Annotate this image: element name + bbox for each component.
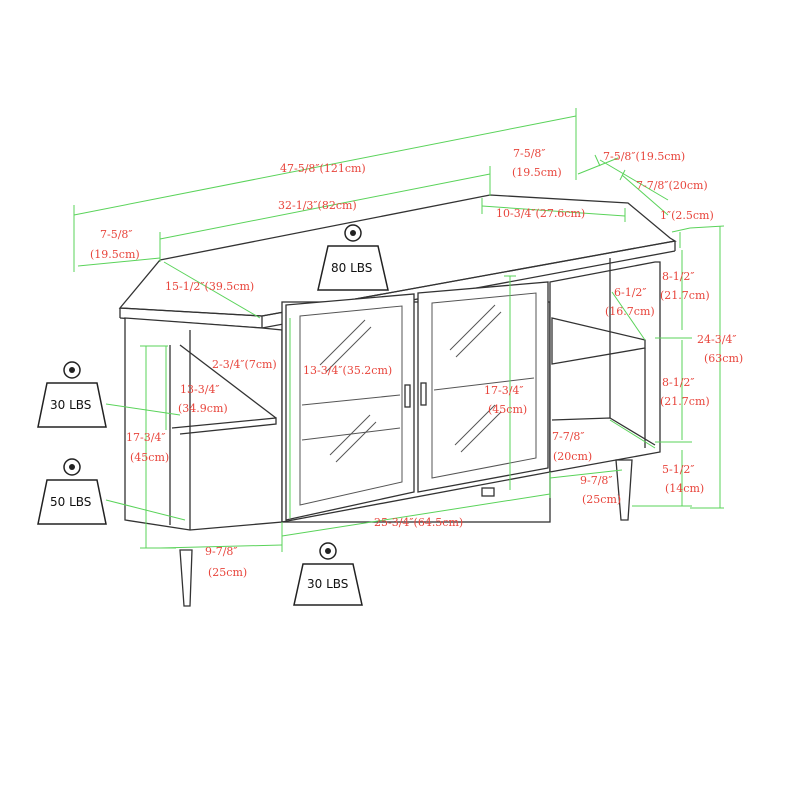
dim-right-shelf-depth-cm: (16.7cm) (605, 305, 655, 318)
dim-cabinet-width: 25-3/4″(64.5cm) (374, 516, 463, 529)
dim-door-glass-height: 13-3/4″(35.2cm) (303, 364, 392, 377)
dim-cabinet-height-cm: (45cm) (488, 403, 527, 416)
dim-right-bottom-depth-in: 7-7/8″ (552, 430, 585, 443)
left-door-glass (299, 305, 403, 506)
dim-front-panel-depth: 10-3/4″(27.6cm) (496, 207, 585, 220)
weight-badge-top: 80 LBS (317, 224, 389, 291)
left-open-section (124, 317, 283, 531)
dim-left-depth-cm: (19.5cm) (90, 248, 140, 261)
dim-left-shelf-gap: 2-3/4″(7cm) (212, 358, 277, 371)
dim-left-upper-opening-in: 13-3/4″ (180, 383, 220, 396)
weight-pointer-lines (105, 403, 186, 521)
dim-top-front-width: 32-1/3″(82cm) (278, 199, 357, 212)
dim-right-depth-outer: 7-5/8″(19.5cm) (603, 150, 685, 163)
dim-right-lower-in: 8-1/2″ (662, 376, 695, 389)
right-door-glass (431, 292, 537, 479)
dim-right-upper-cm: (21.7cm) (660, 289, 710, 302)
right-door-handle (420, 382, 427, 406)
weight-badge-bottom: 50 LBS (37, 458, 107, 525)
center-foot (481, 487, 495, 497)
dim-left-leg-depth-in: 9-7/8″ (205, 545, 238, 558)
left-shelf (171, 417, 277, 435)
dim-left-upper-opening-cm: (34.9cm) (178, 402, 228, 415)
dimension-lines (73, 108, 725, 552)
left-glass-door (285, 293, 415, 521)
dim-right-lower-cm: (21.7cm) (660, 395, 710, 408)
dim-left-depth-in: 7-5/8″ (100, 228, 133, 241)
dim-left-total-height-cm: (45cm) (130, 451, 169, 464)
dim-leg-height-cm: (14cm) (665, 482, 704, 495)
dim-overall-height-cm: (63cm) (704, 352, 743, 365)
dim-left-leg-depth-cm: (25cm) (208, 566, 247, 579)
weight-badge-shelf: 30 LBS (37, 361, 107, 428)
weight-badge-cabinet: 30 LBS (293, 542, 363, 606)
dim-left-total-height-in: 17-3/4″ (126, 431, 166, 444)
dim-right-depth-in: 7-5/8″ (513, 147, 546, 160)
dim-right-shelf-depth-in: 6-1/2″ (614, 286, 647, 299)
tv-stand-drawing (118, 194, 677, 607)
weight-shelf-label: 30 LBS (50, 398, 91, 412)
weight-bottom-label: 50 LBS (50, 495, 91, 509)
weight-top-label: 80 LBS (331, 261, 372, 275)
dim-top-thickness: 1″(2.5cm) (660, 209, 714, 222)
left-leg (179, 549, 193, 607)
right-glass-door (417, 281, 549, 493)
dim-right-leg-depth-in: 9-7/8″ (580, 474, 613, 487)
dim-leg-height-in: 5-1/2″ (662, 463, 695, 476)
dimension-labels: 47-5/8″(121cm) 32-1/3″(82cm) 7-5/8″ (19.… (90, 147, 743, 579)
dim-right-depth-inner: 7-7/8″(20cm) (636, 179, 708, 192)
right-leg (615, 459, 633, 521)
dim-overall-height-in: 24-3/4″ (697, 333, 737, 346)
left-door-handle (404, 384, 411, 408)
dim-right-upper-in: 8-1/2″ (662, 270, 695, 283)
dim-total-width: 47-5/8″(121cm) (280, 162, 366, 175)
dim-right-depth-cm: (19.5cm) (512, 166, 562, 179)
dim-right-bottom-depth-cm: (20cm) (553, 450, 592, 463)
dim-cabinet-height-in: 17-3/4″ (484, 384, 524, 397)
dim-right-leg-depth-cm: (25cm) (582, 493, 621, 506)
weight-cabinet-label: 30 LBS (307, 577, 348, 591)
dim-left-top-diagonal: 15-1/2″(39.5cm) (165, 280, 254, 293)
